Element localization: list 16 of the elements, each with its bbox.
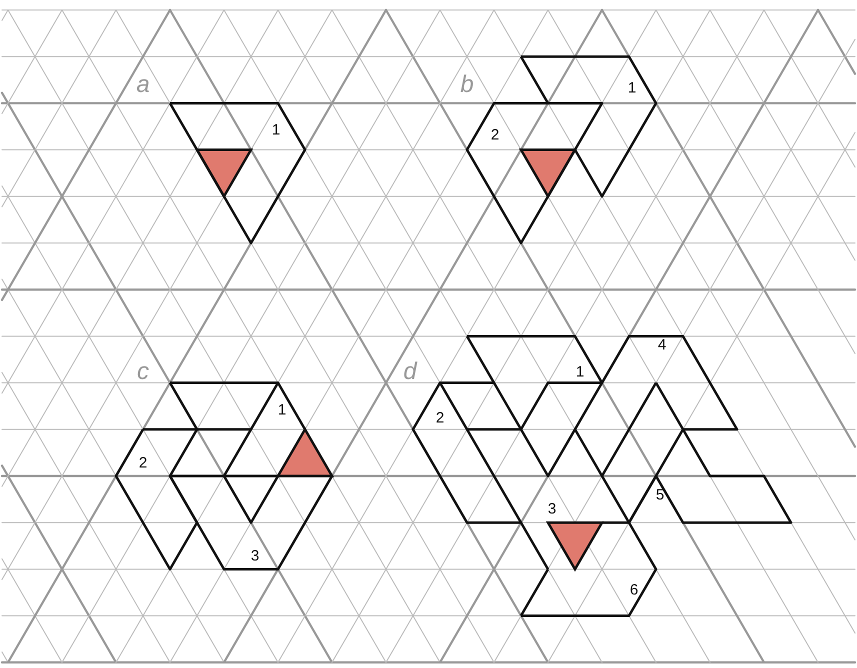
piece-number: 1	[576, 364, 584, 380]
piece-number: 4	[658, 338, 666, 352]
piece-number: 1	[278, 402, 286, 418]
piece-number: 1	[272, 122, 280, 138]
piece-number: 2	[436, 410, 444, 426]
piece-number: 6	[630, 582, 638, 598]
piece-number: 1	[628, 80, 636, 96]
panel-letter: b	[460, 73, 474, 97]
piece-number: 2	[138, 456, 148, 470]
panel-letter: d	[403, 360, 417, 384]
piece-number: 3	[250, 548, 260, 564]
piece-number: 5	[656, 488, 664, 502]
panel-letter: a	[136, 73, 150, 97]
piece-number: 2	[490, 128, 500, 142]
piece-number: 3	[548, 502, 556, 516]
panel-letter: c	[137, 360, 149, 384]
